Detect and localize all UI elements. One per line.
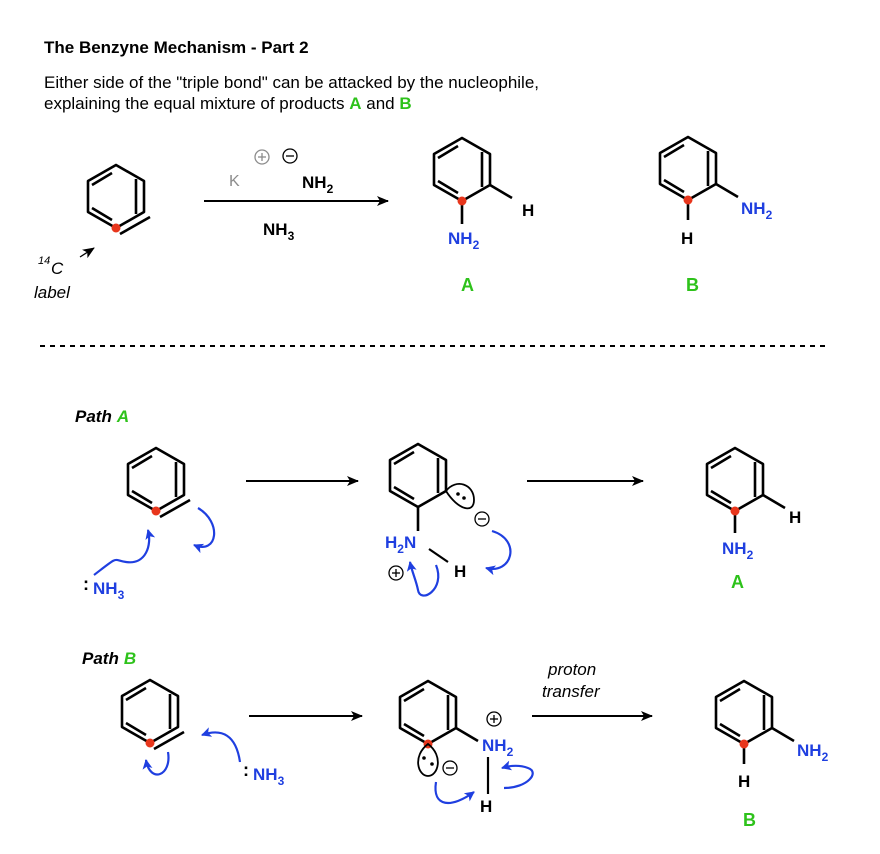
- benzyne-path-b: [120, 678, 185, 751]
- label-word: label: [34, 283, 71, 302]
- path-a-product-label: A: [731, 572, 744, 592]
- product-b-hydrogen: H: [681, 229, 693, 248]
- product-a-label: A: [461, 275, 474, 295]
- description-product-b: B: [399, 94, 412, 113]
- curved-arrow-proton-capture-b: [434, 781, 475, 805]
- intermediate-ammonium-a: H2N: [385, 533, 416, 556]
- ammonia-solvent: NH3: [263, 220, 295, 243]
- carbon-14-dot-path-a-product: [730, 506, 740, 516]
- curved-arrow-nh-bond-a: [406, 561, 440, 597]
- intermediate-hydrogen-b: H: [480, 797, 492, 816]
- curved-arrow-nucleophile-attack-a: [93, 529, 156, 576]
- path-a-product-hydrogen: H: [789, 508, 801, 527]
- product-b-amine: NH2: [741, 199, 773, 222]
- product-a-hydrogen: H: [522, 201, 534, 220]
- curved-arrow-bond-shift-a: [193, 507, 216, 554]
- intermediate-ammonium-b: NH2: [482, 736, 514, 759]
- carbon-14-dot-product-a: [457, 196, 467, 206]
- potassium-label: K: [229, 173, 240, 190]
- product-a-ring-path-a: [705, 446, 786, 533]
- carbanion-orbital-a: [444, 483, 475, 510]
- ammonia-nucleophile-a: NH3: [93, 579, 125, 602]
- page-title: The Benzyne Mechanism - Part 2: [44, 38, 309, 57]
- benzyne-reactant-top: [86, 163, 151, 236]
- carbon-14-label-dot: [111, 223, 121, 233]
- carbon-14-dot-product-b: [683, 195, 693, 205]
- arrow-label-proton: proton: [547, 660, 596, 679]
- n-h-bond: [428, 548, 449, 563]
- product-a-ring-top: [432, 136, 513, 224]
- description-line-1: Either side of the "triple bond" can be …: [44, 73, 540, 92]
- path-b-product-amine: NH2: [797, 741, 829, 764]
- intermediate-ring-path-a: [388, 442, 448, 531]
- description: Either side of the "triple bond" can be …: [44, 72, 539, 114]
- description-line-2: explaining the equal mixture of products…: [44, 93, 539, 114]
- carbon-14-dot-path-a: [151, 506, 161, 516]
- ammonia-lone-pair-b: :: [243, 760, 249, 780]
- product-b-label: B: [686, 275, 699, 295]
- carbanion-orbital-b: [417, 742, 439, 777]
- curved-arrow-nucleophile-attack-b: [201, 727, 242, 763]
- minus-charge-icon: [442, 760, 458, 776]
- ammonia-nucleophile-b: NH3: [253, 765, 285, 788]
- product-a-amine: NH2: [448, 229, 480, 252]
- lone-pair-dot: [462, 496, 466, 500]
- path-b-product-hydrogen: H: [738, 772, 750, 791]
- path-b-product-label: B: [743, 810, 756, 830]
- product-b-ring-path-b: [714, 679, 795, 764]
- lone-pair-dot: [422, 756, 426, 760]
- plus-charge-icon: [486, 711, 502, 727]
- curved-arrow-nh-bond-b: [501, 760, 534, 790]
- intermediate-hydrogen-a: H: [454, 562, 466, 581]
- curved-arrow-proton-capture-a: [485, 529, 512, 576]
- amide-reagent: NH2: [302, 173, 334, 196]
- carbon-14-dot-path-b: [145, 738, 155, 748]
- minus-charge-icon: [474, 511, 490, 527]
- lone-pair-dot: [430, 762, 434, 766]
- intermediate-ring-path-b: [398, 679, 479, 746]
- minus-charge-icon: [282, 148, 298, 164]
- product-b-ring-top: [658, 135, 739, 220]
- plus-charge-icon: [388, 565, 404, 581]
- plus-charge-icon: [254, 149, 270, 165]
- description-text: explaining the equal mixture of products: [44, 94, 350, 113]
- benzyne-path-a: [126, 446, 191, 519]
- lone-pair-dot: [456, 492, 460, 496]
- path-a-product-amine: NH2: [722, 539, 754, 562]
- curved-arrow-bond-shift-b: [142, 751, 170, 776]
- label-pointer-arrow: [79, 247, 95, 259]
- description-and: and: [361, 94, 400, 113]
- ammonia-lone-pair-a: :: [83, 574, 89, 594]
- description-product-a: A: [349, 94, 362, 113]
- carbon-14-dot-path-b-product: [739, 739, 749, 749]
- carbon-14-letter: C: [51, 259, 64, 278]
- carbon-14-superscript: 14: [38, 255, 50, 267]
- arrow-label-transfer: transfer: [542, 682, 601, 701]
